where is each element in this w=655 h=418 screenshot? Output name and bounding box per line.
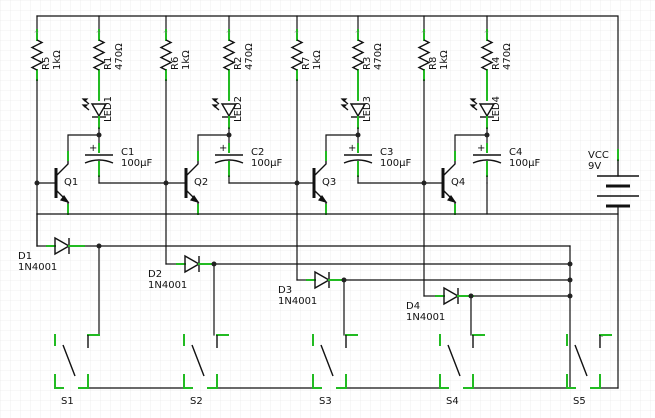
capacitor [472, 143, 502, 177]
led-resistor-ref: R4 [491, 57, 502, 70]
led-resistor [480, 29, 494, 81]
pin-mark: ~ [96, 29, 101, 36]
capacitor-value: 100μF [509, 158, 540, 169]
wiring-network [36, 213, 619, 389]
diode-value: 1N4001 [18, 262, 57, 273]
base-resistor-value: 1kΩ [181, 50, 192, 70]
capacitor-value: 100μF [121, 158, 152, 169]
capacitor-ref: C1 [121, 147, 134, 158]
junction-dots [34, 132, 573, 299]
led-resistor-ref: R1 [103, 57, 114, 70]
capacitor-ref: C4 [509, 147, 522, 158]
led [81, 79, 108, 129]
base-resistor-ref: R6 [170, 57, 181, 70]
switch-ref: S3 [319, 396, 332, 407]
led-resistor [92, 29, 106, 81]
transistor-ref: Q3 [322, 177, 336, 188]
pin-mark: ~ [294, 29, 299, 36]
diode-value: 1N4001 [406, 312, 445, 323]
led-resistor [351, 29, 365, 81]
switch-2: S2 [183, 334, 229, 407]
switch-1: S1 [54, 334, 100, 407]
led-resistor-value: 470Ω [373, 43, 384, 70]
pin-mark: ~ [226, 29, 231, 36]
pin-mark: ~ [484, 29, 489, 36]
led-ref: LED1 [103, 96, 114, 122]
base-resistor [30, 29, 44, 81]
capacitor [84, 143, 114, 177]
transistor-ref: Q1 [64, 177, 78, 188]
base-resistor [417, 29, 431, 81]
led-resistor-ref: R2 [233, 57, 244, 70]
led-ref: LED3 [362, 96, 373, 122]
switch-3: S3 [312, 334, 358, 407]
led-resistor-value: 470Ω [244, 43, 255, 70]
capacitor-plus-mark: + [219, 143, 227, 154]
pin-mark: ~ [163, 29, 168, 36]
led-resistor-value: 470Ω [114, 43, 125, 70]
capacitor [214, 143, 244, 177]
led-resistor-ref: R3 [362, 57, 373, 70]
transistor-ref: Q2 [194, 177, 208, 188]
switch-4: S4 [439, 334, 485, 407]
led-ref: LED4 [491, 96, 502, 122]
led-ref: LED2 [233, 96, 244, 122]
capacitor-ref: C2 [251, 147, 264, 158]
switch-ref: S4 [446, 396, 459, 407]
pin-mark: ~ [355, 29, 360, 36]
switch-ref: S1 [61, 396, 74, 407]
led-resistor-value: 470Ω [502, 43, 513, 70]
diode-value: 1N4001 [278, 296, 317, 307]
top-rail-wire [36, 15, 619, 389]
diode-ref: D1 [18, 251, 32, 262]
transistor-ref: Q4 [451, 177, 465, 188]
battery-value: 9V [588, 161, 601, 172]
led-resistor [222, 29, 236, 81]
base-resistor-ref: R5 [41, 57, 52, 70]
base-resistor [159, 29, 173, 81]
led [211, 79, 238, 129]
capacitor [343, 143, 373, 177]
switch-ref: S2 [190, 396, 203, 407]
capacitor-plus-mark: + [348, 143, 356, 154]
switches: S1 S2 S3 S4 S5 [54, 334, 612, 407]
pin-mark: ~ [421, 29, 426, 36]
capacitor-plus-mark: + [477, 143, 485, 154]
base-resistor-value: 1kΩ [312, 50, 323, 70]
base-resistor [290, 29, 304, 81]
capacitor-plus-mark: + [89, 143, 97, 154]
capacitor-value: 100μF [251, 158, 282, 169]
led [469, 79, 496, 129]
switch-ref: S5 [573, 396, 586, 407]
diode-ref: D2 [148, 269, 162, 280]
diode-ref: D4 [406, 301, 420, 312]
battery-ref: VCC [588, 150, 609, 161]
base-resistor-ref: R7 [301, 57, 312, 70]
pin-mark: ~ [34, 29, 39, 36]
switch-5: S5 [566, 334, 612, 407]
capacitor-ref: C3 [380, 147, 393, 158]
base-resistor-ref: R8 [428, 57, 439, 70]
base-resistor-value: 1kΩ [439, 50, 450, 70]
capacitor-value: 100μF [380, 158, 411, 169]
diode-ref: D3 [278, 285, 292, 296]
diode-value: 1N4001 [148, 280, 187, 291]
led [340, 79, 367, 129]
base-resistor-value: 1kΩ [52, 50, 63, 70]
battery: VCC 9V [588, 149, 639, 208]
